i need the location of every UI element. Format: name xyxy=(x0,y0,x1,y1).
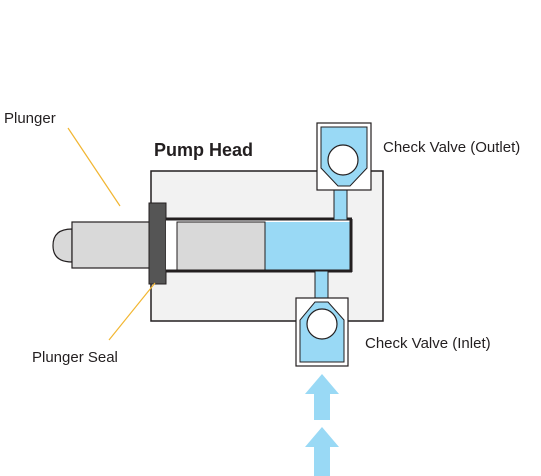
check-valve-outlet xyxy=(316,122,372,191)
plunger-seal-label: Plunger Seal xyxy=(32,349,118,366)
inlet-channel xyxy=(314,270,329,301)
outlet-channel xyxy=(333,185,348,221)
up-arrow-icon xyxy=(305,374,339,420)
cylinder-bore xyxy=(166,217,353,273)
check-ball-inlet xyxy=(306,308,338,340)
plunger-label: Plunger xyxy=(4,110,56,127)
fluid-chamber xyxy=(265,222,351,270)
check-valve-inlet-label: Check Valve (Inlet) xyxy=(365,335,491,352)
plunger-tip xyxy=(52,228,73,263)
check-valve-inlet xyxy=(295,297,349,367)
pump-head-label: Pump Head xyxy=(154,140,254,160)
plunger-rod xyxy=(71,221,153,269)
plunger xyxy=(52,221,153,269)
plunger-seal-leader-line xyxy=(108,282,156,341)
plunger-inner-rod xyxy=(176,221,266,271)
plunger-leader-line xyxy=(67,127,121,207)
check-ball-outlet xyxy=(327,144,359,176)
plunger-seal xyxy=(148,202,167,285)
check-valve-outlet-label: Check Valve (Outlet) xyxy=(383,139,521,156)
up-arrow-icon xyxy=(305,427,339,476)
